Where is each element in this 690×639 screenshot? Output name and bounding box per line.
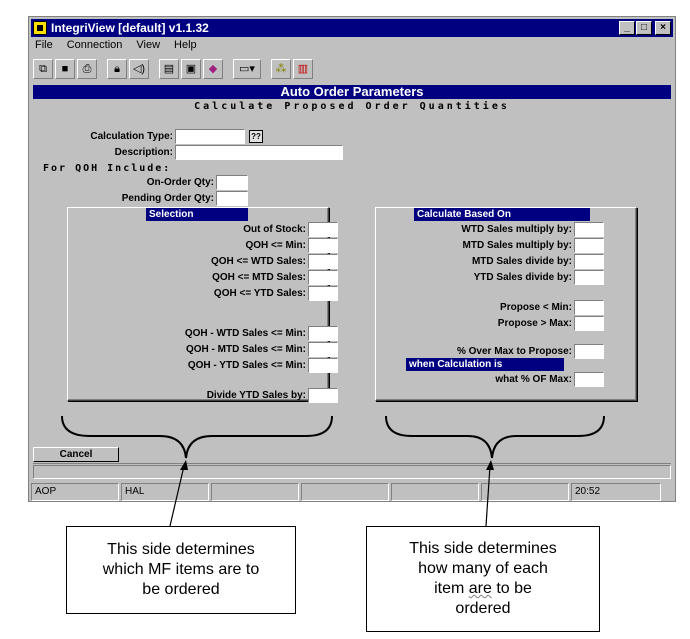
pct-of-max-field[interactable]: [574, 372, 604, 387]
wtd-multiply-label: WTD Sales multiply by:: [461, 224, 572, 235]
qoh-le-wtd-label: QOH <= WTD Sales:: [210, 256, 306, 267]
for-qoh-label: For QOH Include:: [43, 163, 172, 174]
ytd-divide-label: YTD Sales divide by:: [473, 272, 572, 283]
calculate-header: Calculate Based On: [414, 208, 590, 221]
right-callout-part-2: to be ordered: [455, 580, 532, 617]
status-module: AOP: [31, 483, 119, 501]
qoh-ytd-min-label: QOH - YTD Sales <= Min:: [187, 360, 306, 371]
out-of-stock-field[interactable]: [308, 222, 338, 237]
propose-gt-max-label: Propose > Max:: [497, 318, 572, 329]
app-window: IntegriView [default] v1.1.32 _ □ × File…: [28, 16, 676, 502]
menu-view[interactable]: View: [136, 39, 161, 51]
pending-order-field[interactable]: [216, 191, 248, 206]
qoh-le-ytd-field[interactable]: [308, 286, 338, 301]
form-subtitle: Calculate Proposed Order Quantities: [194, 101, 510, 112]
qoh-wtd-min-label: QOH - WTD Sales <= Min:: [184, 328, 306, 339]
menu-file[interactable]: File: [35, 39, 53, 51]
propose-lt-min-label: Propose < Min:: [500, 302, 572, 313]
propose-gt-max-field[interactable]: [574, 316, 604, 331]
calculate-panel: Calculate Based On WTD Sales multiply by…: [375, 207, 637, 401]
description-field[interactable]: [175, 145, 343, 160]
mtd-multiply-field[interactable]: [574, 238, 604, 253]
mtd-multiply-label: MTD Sales multiply by:: [462, 240, 572, 251]
calc-type-label: Calculation Type:: [90, 131, 173, 142]
message-bar: [33, 465, 671, 479]
menu-bar: File Connection View Help: [33, 39, 199, 55]
chart-icon[interactable]: ▥: [293, 59, 313, 79]
over-max-field[interactable]: [574, 344, 604, 359]
qoh-le-mtd-field[interactable]: [308, 270, 338, 285]
title-bar[interactable]: IntegriView [default] v1.1.32 _ □ ×: [31, 19, 673, 37]
mtd-divide-label: MTD Sales divide by:: [471, 256, 572, 267]
on-order-field[interactable]: [216, 175, 248, 190]
menu-connection[interactable]: Connection: [66, 39, 123, 51]
eraser-icon[interactable]: ◆: [203, 59, 223, 79]
menu-help[interactable]: Help: [174, 39, 197, 51]
lock-icon[interactable]: 🔒︎: [107, 59, 127, 79]
qoh-mtd-min-label: QOH - MTD Sales <= Min:: [185, 344, 306, 355]
pct-of-max-label: what % OF Max:: [495, 374, 572, 385]
qoh-ytd-min-field[interactable]: [308, 358, 338, 373]
divide-ytd-label: Divide YTD Sales by:: [206, 390, 306, 401]
selection-header: Selection: [146, 208, 248, 221]
status-pane-6: [481, 483, 569, 501]
status-pane-5: [391, 483, 479, 501]
document-dropdown-icon[interactable]: ▭▾: [233, 59, 261, 79]
app-icon[interactable]: [33, 21, 47, 35]
qoh-le-ytd-label: QOH <= YTD Sales:: [213, 288, 306, 299]
print-icon[interactable]: ⎙: [77, 59, 97, 79]
right-callout-text: This side determines how many of each it…: [409, 539, 557, 619]
on-order-label: On-Order Qty:: [146, 177, 214, 188]
status-time: 20:52: [571, 483, 661, 501]
maximize-button[interactable]: □: [636, 21, 652, 35]
over-max-label: % Over Max to Propose:: [456, 346, 572, 357]
status-bar: AOP HAL 20:52: [31, 483, 675, 501]
status-pane-4: [301, 483, 389, 501]
divide-ytd-field[interactable]: [308, 388, 338, 403]
propose-lt-min-field[interactable]: [574, 300, 604, 315]
qoh-le-min-field[interactable]: [308, 238, 338, 253]
divider: [33, 463, 671, 464]
calc-type-lookup-button[interactable]: ??: [249, 130, 263, 143]
save-icon[interactable]: ■: [55, 59, 75, 79]
qoh-wtd-min-field[interactable]: [308, 326, 338, 341]
description-label: Description:: [114, 147, 173, 158]
status-pane-3: [211, 483, 299, 501]
left-callout: This side determines which MF items are …: [66, 526, 296, 614]
minimize-button[interactable]: _: [619, 21, 635, 35]
close-button[interactable]: ×: [655, 21, 671, 35]
speaker-icon[interactable]: ◁): [129, 59, 149, 79]
qoh-le-wtd-field[interactable]: [308, 254, 338, 269]
window-title: IntegriView [default] v1.1.32: [51, 21, 209, 35]
qoh-mtd-min-field[interactable]: [308, 342, 338, 357]
pending-order-label: Pending Order Qty:: [121, 193, 214, 204]
network-icon[interactable]: ⁂: [271, 59, 291, 79]
right-callout-are: are: [468, 580, 492, 597]
mtd-divide-field[interactable]: [574, 254, 604, 269]
when-calculation-header: when Calculation is: [406, 358, 564, 371]
form-header: Auto Order Parameters: [33, 85, 671, 99]
qoh-le-min-label: QOH <= Min:: [245, 240, 306, 251]
selection-panel: Selection Out of Stock: QOH <= Min: QOH …: [67, 207, 338, 403]
page-setup-icon[interactable]: ▤: [159, 59, 179, 79]
status-user: HAL: [121, 483, 209, 501]
right-callout: This side determines how many of each it…: [366, 526, 600, 632]
ytd-divide-field[interactable]: [574, 270, 604, 285]
copy-icon[interactable]: ⧉: [33, 59, 53, 79]
wtd-multiply-field[interactable]: [574, 222, 604, 237]
qoh-le-mtd-label: QOH <= MTD Sales:: [212, 272, 306, 283]
cancel-button[interactable]: Cancel: [33, 447, 119, 462]
monitor-icon[interactable]: ▣: [181, 59, 201, 79]
toolbar: ⧉ ■ ⎙ 🔒︎ ◁) ▤ ▣ ◆ ▭▾ ⁂ ▥: [33, 57, 313, 81]
right-callout-part-1: This side determines how many of each it…: [409, 540, 557, 597]
calc-type-field[interactable]: [175, 129, 245, 144]
left-callout-text: This side determines which MF items are …: [102, 541, 260, 598]
out-of-stock-label: Out of Stock:: [243, 224, 306, 235]
